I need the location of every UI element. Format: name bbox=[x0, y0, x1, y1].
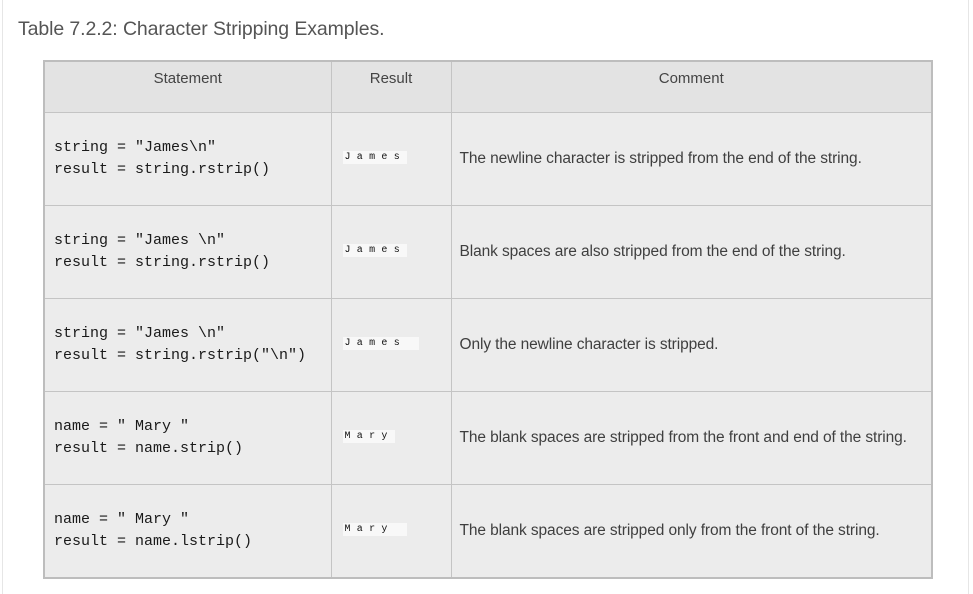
table-row: name = " Mary " result = name.strip() Ma… bbox=[43, 391, 933, 485]
result-output: Mary bbox=[342, 523, 408, 536]
table-row: name = " Mary " result = name.lstrip() M… bbox=[43, 484, 933, 579]
header-comment: Comment bbox=[450, 60, 933, 113]
result-output: James bbox=[342, 151, 408, 164]
result-cell: James bbox=[330, 298, 452, 392]
code-line: result = string.rstrip() bbox=[54, 161, 271, 178]
comment-cell: The blank spaces are stripped only from … bbox=[450, 484, 933, 579]
statement-cell: string = "James\n" result = string.rstri… bbox=[43, 112, 332, 206]
code-line: string = "James \n" bbox=[54, 232, 226, 249]
page-right-border bbox=[968, 0, 969, 594]
comment-cell: The newline character is stripped from t… bbox=[450, 112, 933, 206]
comment-cell: The blank spaces are stripped from the f… bbox=[450, 391, 933, 485]
result-output: James bbox=[342, 244, 408, 257]
header-row: Statement Result Comment bbox=[43, 60, 933, 113]
code-line: result = name.strip() bbox=[54, 440, 244, 457]
result-output: James bbox=[342, 337, 420, 350]
character-stripping-table: Statement Result Comment string = "James… bbox=[43, 60, 933, 579]
code-line: name = " Mary " bbox=[54, 418, 190, 435]
result-cell: Mary bbox=[330, 484, 452, 579]
code-line: result = name.lstrip() bbox=[54, 533, 253, 550]
table-row: string = "James \n" result = string.rstr… bbox=[43, 298, 933, 392]
result-cell: James bbox=[330, 205, 452, 299]
code-line: result = string.rstrip() bbox=[54, 254, 271, 271]
statement-cell: name = " Mary " result = name.lstrip() bbox=[43, 484, 332, 579]
code-line: string = "James\n" bbox=[54, 139, 217, 156]
comment-cell: Blank spaces are also stripped from the … bbox=[450, 205, 933, 299]
result-cell: Mary bbox=[330, 391, 452, 485]
code-line: name = " Mary " bbox=[54, 511, 190, 528]
table-caption: Table 7.2.2: Character Stripping Example… bbox=[18, 18, 385, 40]
code-line: string = "James \n" bbox=[54, 325, 226, 342]
header-result: Result bbox=[330, 60, 452, 113]
statement-cell: string = "James \n" result = string.rstr… bbox=[43, 298, 332, 392]
code-line: result = string.rstrip("\n") bbox=[54, 347, 307, 364]
result-output: Mary bbox=[342, 430, 395, 443]
statement-cell: string = "James \n" result = string.rstr… bbox=[43, 205, 332, 299]
statement-cell: name = " Mary " result = name.strip() bbox=[43, 391, 332, 485]
header-statement: Statement bbox=[43, 60, 332, 113]
page-left-border bbox=[2, 0, 3, 594]
result-cell: James bbox=[330, 112, 452, 206]
table-row: string = "James \n" result = string.rstr… bbox=[43, 205, 933, 299]
table-row: string = "James\n" result = string.rstri… bbox=[43, 112, 933, 206]
comment-cell: Only the newline character is stripped. bbox=[450, 298, 933, 392]
